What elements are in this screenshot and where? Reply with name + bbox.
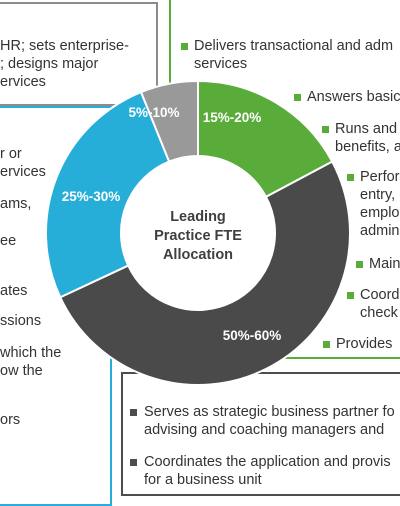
left-text-line: ors	[0, 412, 21, 428]
bullet-square-icon	[347, 174, 354, 181]
bullet-square-icon	[130, 409, 137, 416]
coe-text-line: HR; sets enterprise-	[0, 38, 129, 54]
left-text-line: r or	[0, 146, 22, 162]
bullet-square-icon	[356, 261, 363, 268]
center-title-line: Practice FTE	[154, 228, 242, 244]
bullet-square-icon	[181, 43, 188, 50]
services-text-line: services	[194, 56, 248, 72]
coe-box	[0, 2, 158, 106]
left-text-line: which the	[0, 345, 62, 361]
center-title-line: Leading	[170, 209, 226, 225]
segment-label-green: 15%-20%	[203, 110, 262, 125]
business-partner-box	[121, 372, 400, 496]
left-text-line: ates	[0, 283, 28, 299]
services-text-line: Main	[369, 256, 400, 272]
donut-center	[121, 156, 275, 310]
services-text-line: Answers basic	[307, 89, 400, 105]
bullet-square-icon	[130, 459, 137, 466]
partner-text-line: Serves as strategic business partner fo	[144, 404, 395, 420]
left-text-line: ervices	[0, 164, 46, 180]
left-text-line: ssions	[0, 313, 42, 329]
left-text-line: ams,	[0, 196, 32, 212]
left-text-line: ee	[0, 233, 17, 249]
services-text-line: emplo	[360, 205, 400, 221]
partner-text-line: Coordinates the application and provis	[144, 454, 391, 470]
segment-label-blue: 25%-30%	[62, 189, 121, 204]
services-text-line: benefits, a	[335, 139, 400, 155]
services-text-line: admin	[360, 223, 400, 239]
services-text-line: Coord	[360, 287, 400, 303]
bullet-square-icon	[323, 341, 330, 348]
services-text-line: Perfor	[360, 169, 400, 185]
coe-text-line: ; designs major	[0, 56, 99, 72]
segment-label-gray: 5%-10%	[128, 105, 179, 120]
services-text-line: Delivers transactional and adm	[194, 38, 394, 54]
segment-label-dark: 50%-60%	[223, 328, 282, 343]
left-text-line: ow the	[0, 363, 43, 379]
partner-text-line: advising and coaching managers and	[144, 422, 385, 438]
services-text-line: Runs and	[335, 121, 398, 137]
bullet-square-icon	[347, 292, 354, 299]
bullet-square-icon	[294, 94, 301, 101]
services-text-line: Provides	[336, 336, 393, 352]
coe-text-line: ervices	[0, 74, 46, 90]
services-text-line: entry,	[360, 187, 396, 203]
center-title-line: Allocation	[163, 247, 233, 263]
services-text-line: check	[360, 305, 398, 321]
bullet-square-icon	[322, 126, 329, 133]
partner-text-line: for a business unit	[144, 472, 262, 488]
